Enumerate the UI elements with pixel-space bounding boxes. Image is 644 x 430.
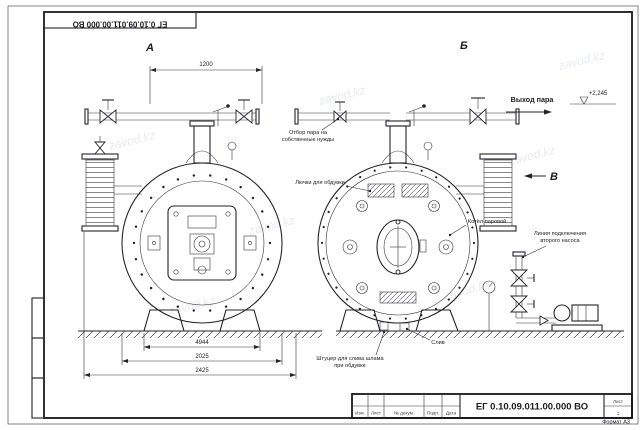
svg-text:Слив: Слив (431, 340, 444, 346)
title-block: Изм. Лист № докум. Подп. Дата ЕГ 0.10.09… (351, 393, 633, 426)
pump-unit (482, 251, 603, 332)
svg-text:при обдувке: при обдувке (334, 363, 366, 369)
annotation-sludge: Штуцер для слива шлама при обдувке (316, 330, 386, 369)
svg-text:Котёл паровой: Котёл паровой (468, 218, 506, 225)
steam-piping-right-view (294, 97, 520, 164)
svg-text:Отбор пара на: Отбор пара на (289, 130, 328, 136)
dimension-top-width: 1200 (149, 62, 263, 104)
watermark-text: zavod.kz (506, 143, 556, 168)
svg-text:2425: 2425 (195, 368, 209, 374)
svg-text:Штуцер для слива шлама: Штуцер для слива шлама (316, 356, 384, 362)
view-v-arrow: В (524, 171, 558, 183)
tb-col-izm: Изм. (355, 411, 365, 416)
tb-col-data: Дата (446, 411, 457, 416)
annotation-hatches: Лючки для обдувки (295, 180, 372, 193)
tb-col-podp: Подп. (427, 411, 439, 416)
view-v-label: В (550, 171, 558, 183)
economizer-right (456, 153, 517, 232)
tb-doc-number: ЕГ 0.10.09.011.00.000 ВО (476, 402, 588, 413)
elevation-mark: +2,245 (570, 91, 616, 105)
watermark-text: zavod.kz (246, 213, 296, 238)
steam-piping-left-view (84, 99, 260, 164)
doc-number-flipped: ЕГ 0.10.09.011.00.000 ВО (73, 20, 168, 29)
annotation-steam-out: Выход пара (506, 95, 554, 115)
svg-text:1200: 1200 (199, 62, 213, 68)
boiler-shell-rear (317, 162, 479, 332)
svg-text:собственные нужды: собственные нужды (282, 137, 334, 143)
watermarks: zavod.kz zavod.kz zavod.kz zavod.kz zavo… (106, 48, 606, 318)
svg-text:Линия подключения: Линия подключения (534, 231, 586, 237)
svg-text:второго насоса: второго насоса (540, 238, 580, 244)
tb-sheet-value: 1 (617, 411, 620, 416)
sheet-frame: ЕГ 0.10.09.011.00.000 ВО (7, 5, 639, 425)
watermark-text: zavod.kz (106, 128, 156, 153)
supports-left-view (78, 309, 322, 338)
tb-col-list: Лист (371, 411, 382, 416)
view-b: Б Выход пара (282, 40, 624, 369)
view-b-label: Б (460, 40, 468, 52)
svg-text:Лючки для обдувки: Лючки для обдувки (295, 180, 345, 186)
annotation-own-needs: Отбор пара на собственные нужды (282, 117, 340, 143)
format-label: Формат А3 (602, 420, 630, 426)
watermark-text: zavod.kz (166, 293, 216, 318)
dimension-overall-width: 2425 (83, 232, 297, 379)
dimension-between-supports: 4944 (143, 333, 261, 351)
annotation-pump-line: Линия подключения второго насоса (521, 231, 586, 259)
svg-text:Выход пара: Выход пара (511, 95, 555, 104)
tb-sheet-label: Лист (613, 399, 624, 404)
economizer-left (81, 136, 142, 232)
svg-text:4944: 4944 (195, 340, 209, 346)
boiler-shell-front (121, 162, 283, 324)
watermark-text: zavod.kz (316, 83, 366, 108)
tb-col-doc: № докум. (394, 411, 414, 416)
svg-text:+2,245: +2,245 (589, 91, 608, 97)
dimension-shell-diameter: 2025 (121, 333, 283, 365)
supports-right-view (336, 309, 624, 338)
view-a: А 1200 (78, 42, 322, 379)
annotation-drain: Слив (405, 327, 445, 346)
view-a-label: А (145, 42, 154, 54)
annotation-boiler: Котёл паровой (448, 218, 506, 237)
svg-text:2025: 2025 (195, 354, 209, 360)
watermark-text: zavod.kz (556, 48, 606, 73)
